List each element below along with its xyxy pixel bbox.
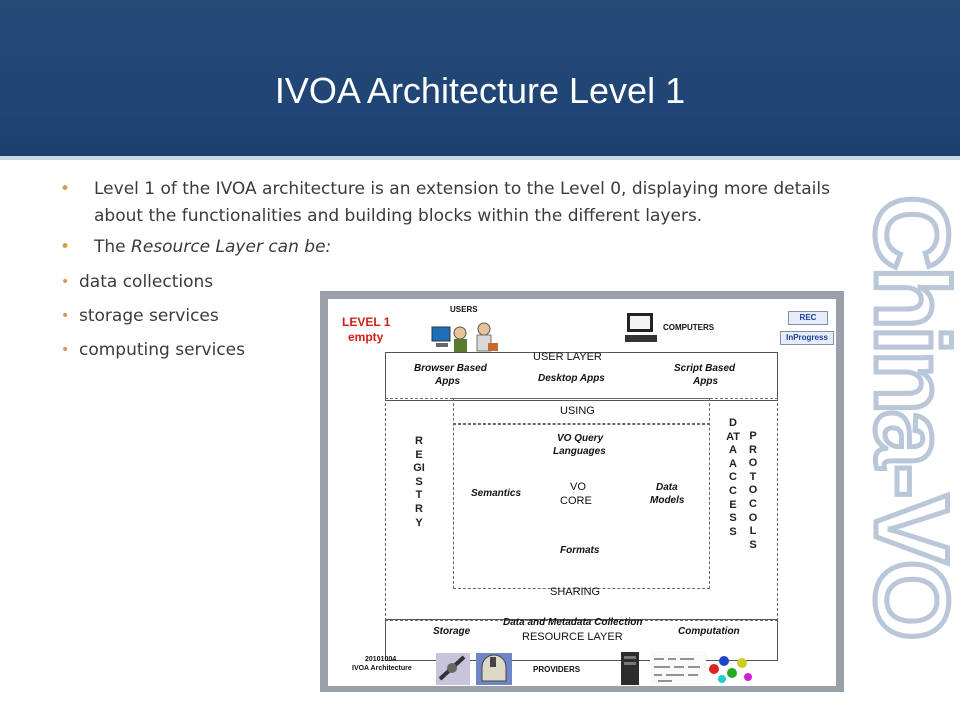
sub-bullet-item: • storage services: [42, 299, 862, 333]
providers-label: PROVIDERS: [533, 665, 581, 674]
molecule-simulation-icon: [709, 656, 752, 683]
script-apps-label: Script Based: [674, 363, 736, 374]
sub-bullet-text: computing services: [79, 340, 245, 360]
data-access-label: DATA ACCESS: [726, 417, 740, 538]
sub-bullet-text: storage services: [79, 306, 219, 326]
bullet-text-italic: Resource Layer can be:: [131, 237, 332, 257]
semantics-label: Semantics: [471, 488, 522, 499]
bullet-text-prefix: The: [94, 237, 132, 257]
bullet-item: • The Resource Layer can be:: [60, 234, 880, 261]
china-vo-watermark-logo: China-VO: [851, 195, 957, 639]
resource-layer-box: [385, 619, 778, 661]
using-divider: [453, 423, 710, 425]
rec-badge: REC: [788, 311, 828, 325]
ivoa-architecture-label: IVOA Architecture: [352, 665, 412, 672]
telescope-observatory-icons: [436, 653, 512, 685]
sub-bullet-dot-icon: •: [61, 342, 70, 358]
level-label: LEVEL 1: [342, 315, 391, 329]
bullet-item: • Level 1 of the IVOA architecture is an…: [60, 176, 880, 230]
bullet-dot-icon: •: [60, 179, 71, 199]
sub-bullet-dot-icon: •: [61, 274, 70, 290]
bullet-text: Level 1 of the IVOA architecture is an e…: [94, 179, 830, 226]
computation-label: Computation: [678, 626, 740, 637]
inprogress-badge: InProgress: [780, 331, 834, 345]
bullet-dot-icon: •: [60, 237, 71, 257]
sub-bullet-item: • data collections: [42, 265, 862, 299]
level-sub-label: empty: [348, 330, 384, 344]
vo-core-label-2: CORE: [560, 495, 592, 507]
bullet-list: • Level 1 of the IVOA architecture is an…: [60, 176, 880, 367]
registry-label: REGISTRY: [413, 435, 425, 529]
data-models-label-2: Models: [650, 495, 685, 506]
svg-text:China-VO: China-VO: [853, 195, 956, 637]
title-bar-divider: [0, 156, 960, 160]
date-code-label: 20101004: [365, 656, 397, 663]
vo-core-label: VO: [570, 481, 586, 493]
sub-bullet-text: data collections: [79, 272, 214, 292]
storage-label: Storage: [433, 626, 471, 637]
using-label: USING: [560, 405, 595, 417]
protocols-label: PROTOCOLS: [748, 430, 758, 551]
users-icon: [431, 322, 498, 353]
title-bar: [0, 0, 960, 158]
users-label: USERS: [450, 305, 478, 314]
browser-apps-label-2: Apps: [435, 376, 460, 387]
data-models-label: Data: [656, 482, 678, 493]
data-metadata-label: Data and Metadata Collection: [503, 617, 643, 628]
sub-bullet-dot-icon: •: [61, 308, 70, 324]
server-icon: [621, 652, 639, 685]
equations-icon: [650, 651, 706, 685]
user-layer-label: USER LAYER: [533, 351, 602, 363]
core-box: [453, 398, 710, 589]
script-apps-label-2: Apps: [693, 376, 718, 387]
user-layer-box: [385, 352, 778, 401]
sharing-label: SHARING: [550, 586, 601, 598]
formats-label: Formats: [560, 545, 600, 556]
sub-bullet-item: • computing services: [42, 333, 862, 367]
desktop-apps-label: Desktop Apps: [538, 373, 605, 384]
computers-label: COMPUTERS: [663, 323, 715, 332]
vo-query-label-2: Languages: [553, 446, 606, 457]
resource-layer-label: RESOURCE LAYER: [522, 631, 623, 643]
browser-apps-label: Browser Based: [414, 363, 487, 374]
vo-query-label: VO Query: [557, 433, 604, 444]
slide-title: IVOA Architecture Level 1: [274, 70, 686, 111]
computer-icon: [625, 313, 657, 342]
ivoa-architecture-figure: LEVEL 1 empty USERS COMPUTERS REC InProg…: [320, 291, 844, 692]
figure-canvas: LEVEL 1 empty USERS COMPUTERS REC InProg…: [328, 299, 836, 686]
